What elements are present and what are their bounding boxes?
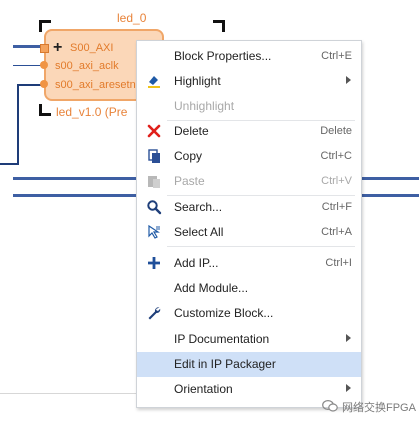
menu-item-shortcut: Ctrl+A	[321, 226, 352, 238]
menu-item-label: Paste	[174, 174, 205, 188]
divider-line	[0, 393, 136, 394]
submenu-arrow-icon	[346, 384, 351, 392]
context-menu: Block Properties... Ctrl+E Highlight Unh…	[136, 40, 362, 408]
menu-item-label: IP Documentation	[174, 332, 270, 346]
wechat-icon	[322, 399, 338, 412]
menu-item-shortcut: Ctrl+V	[321, 175, 352, 187]
menu-item-label: Add IP...	[174, 256, 219, 270]
menu-item-block-properties[interactable]: Block Properties... Ctrl+E	[137, 44, 361, 69]
menu-item-add-ip[interactable]: Add IP... Ctrl+I	[137, 251, 361, 276]
menu-item-orientation[interactable]: Orientation	[137, 377, 361, 402]
menu-item-customize-block[interactable]: Customize Block...	[137, 301, 361, 326]
add-icon	[148, 257, 160, 269]
menu-item-shortcut: Ctrl+C	[320, 150, 352, 162]
selection-corner-tl	[39, 20, 51, 32]
menu-item-unhighlight[interactable]: Unhighlight	[137, 94, 361, 119]
search-icon	[147, 200, 162, 215]
menu-item-shortcut: Ctrl+I	[325, 257, 352, 269]
clock-wire[interactable]	[13, 65, 46, 66]
reset-port-pin[interactable]	[40, 80, 48, 88]
menu-item-label: Orientation	[174, 382, 233, 396]
menu-separator	[167, 246, 355, 247]
menu-item-label: Edit in IP Packager	[174, 357, 276, 371]
reset-wire[interactable]	[18, 84, 46, 86]
menu-item-highlight[interactable]: Highlight	[137, 69, 361, 94]
menu-item-copy[interactable]: Copy Ctrl+C	[137, 144, 361, 169]
menu-item-label: Delete	[174, 124, 209, 138]
menu-item-label: Search...	[174, 200, 223, 214]
delete-x-icon	[147, 124, 161, 138]
menu-item-shortcut: Ctrl+E	[321, 50, 352, 62]
menu-item-ip-documentation[interactable]: IP Documentation	[137, 327, 361, 352]
selection-corner-tr	[213, 20, 225, 32]
menu-separator	[167, 120, 355, 121]
highlight-icon	[148, 76, 160, 88]
port-s00-axi-aresetn[interactable]: s00_axi_aresetn	[55, 79, 136, 91]
axi-bus-wire[interactable]	[13, 45, 46, 48]
menu-item-add-module[interactable]: Add Module...	[137, 276, 361, 301]
block-version-label: led_v1.0 (Pre	[56, 105, 128, 119]
paste-icon	[148, 176, 160, 188]
port-s00-axi-aclk[interactable]: s00_axi_aclk	[55, 60, 119, 72]
menu-item-delete[interactable]: Delete Delete	[137, 119, 361, 144]
menu-separator	[167, 195, 355, 196]
menu-item-shortcut: Ctrl+F	[321, 201, 352, 213]
wrench-icon	[148, 307, 161, 320]
menu-item-search[interactable]: Search... Ctrl+F	[137, 195, 361, 220]
menu-item-label: Customize Block...	[174, 306, 274, 320]
menu-item-label: Copy	[174, 149, 203, 163]
axi-port-pin[interactable]	[40, 44, 49, 53]
menu-item-label: Add Module...	[174, 281, 249, 295]
submenu-arrow-icon	[346, 334, 351, 342]
menu-item-edit-in-ip-packager[interactable]: Edit in IP Packager	[137, 352, 361, 377]
menu-item-label: Block Properties...	[174, 49, 272, 63]
clock-port-pin[interactable]	[40, 61, 48, 69]
watermark-text: 网络交换FPGA	[342, 402, 416, 414]
menu-item-label: Highlight	[174, 74, 221, 88]
menu-item-label: Select All	[174, 225, 224, 239]
menu-item-label: Unhighlight	[174, 99, 235, 113]
reset-wire-bottom[interactable]	[0, 163, 19, 165]
menu-item-shortcut: Delete	[320, 125, 352, 137]
block-instance-name: led_0	[117, 11, 147, 25]
selection-corner-bl	[39, 104, 51, 116]
menu-item-select-all[interactable]: Select All Ctrl+A	[137, 220, 361, 245]
submenu-arrow-icon	[346, 76, 351, 84]
copy-icon	[148, 149, 160, 163]
select-all-icon	[148, 224, 160, 239]
expand-plus-icon[interactable]: +	[53, 39, 63, 56]
port-s00-axi[interactable]: S00_AXI	[70, 42, 114, 54]
menu-item-paste[interactable]: Paste Ctrl+V	[137, 169, 361, 194]
reset-wire-vertical[interactable]	[17, 84, 19, 164]
